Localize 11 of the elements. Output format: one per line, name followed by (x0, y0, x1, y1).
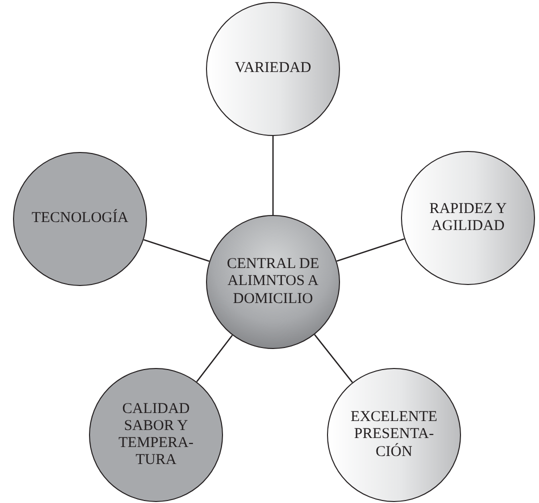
topic-label: RAPIDEZ Y AGILIDAD (428, 200, 508, 236)
topic-label: CENTRAL DE ALIMNTOS A DOMICILIO (226, 256, 320, 308)
connector-line (144, 239, 210, 262)
topic-label: EXCELENTE PRESENTA-CIÓN (350, 409, 438, 461)
topic-label: VARIEDAD (234, 60, 312, 78)
topic-label: TECNOLOGÍA (30, 210, 130, 228)
connector-line (314, 334, 353, 383)
connector-line (272, 136, 274, 215)
connector-line (196, 334, 233, 382)
connector-line (336, 238, 405, 262)
topic-label: CALIDAD SABOR Y TEMPERA-TURA (118, 400, 194, 470)
